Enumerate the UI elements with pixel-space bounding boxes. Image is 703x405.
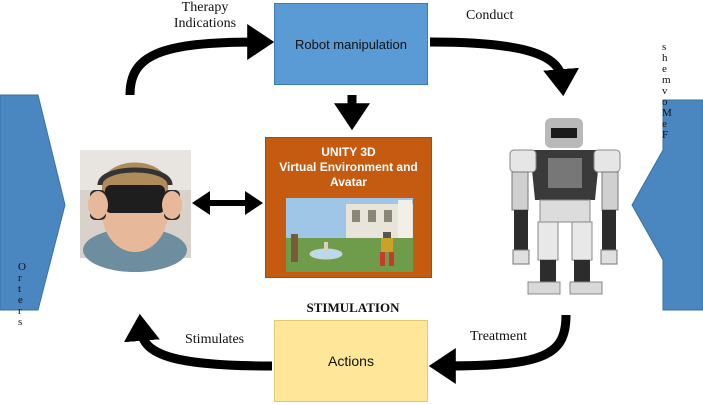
robot-manipulation-box: Robot manipulation [274, 3, 428, 85]
unity-label: UNITY 3D Virtual Environment and Avatar [279, 145, 418, 189]
arrow-stimulates [123, 313, 273, 371]
left-side-text: O r t e r s [18, 261, 26, 328]
arrow-child-unity-head-right [245, 191, 263, 215]
child-vr-photo [80, 150, 191, 272]
arrow-child-unity-head-left [192, 191, 210, 215]
arrow-treatment [428, 314, 571, 384]
arrow-conduct [429, 37, 580, 97]
humanoid-robot [509, 118, 621, 295]
actions-label: Actions [328, 353, 374, 369]
conduct-label: Conduct [466, 8, 514, 23]
robot-manipulation-label: Robot manipulation [294, 36, 408, 52]
left-side-panel [0, 94, 66, 311]
actions-box: Actions [274, 320, 428, 402]
stimulates-label: Stimulates [185, 332, 245, 347]
right-side-panel [631, 99, 703, 311]
virtual-environment-screenshot [286, 198, 413, 272]
treatment-label: Treatment [470, 329, 528, 344]
therapy-indications-label: Therapy Indications [173, 0, 237, 31]
right-side-text: s h e m v o M e F [662, 41, 672, 141]
unity-virtual-environment-box: UNITY 3D Virtual Environment and Avatar [265, 137, 432, 278]
arrow-therapy-indications [125, 24, 275, 96]
stimulation-label: STIMULATION [306, 300, 400, 315]
